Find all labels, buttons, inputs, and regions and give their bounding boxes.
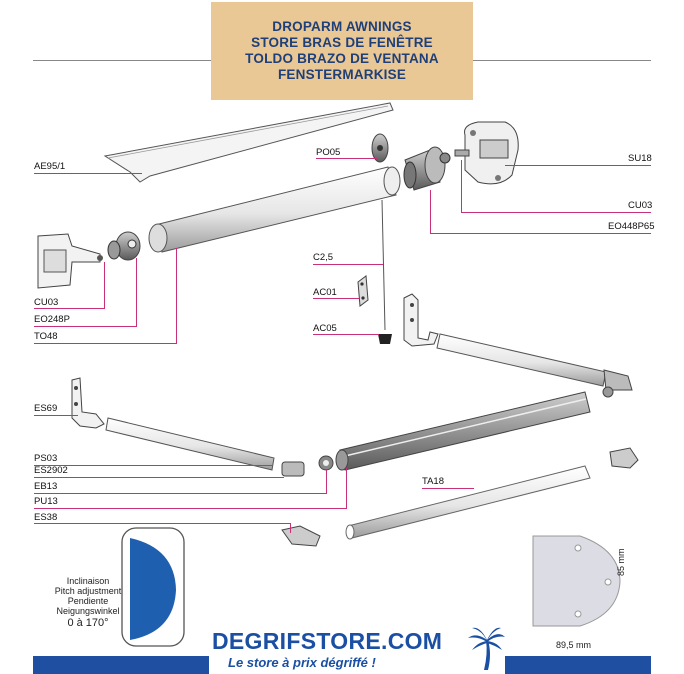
label-es38: ES38 xyxy=(34,512,58,523)
leader-po05 xyxy=(316,158,378,159)
front-bar-part xyxy=(335,391,591,471)
label-ae95: AE95/1 xyxy=(34,161,66,172)
pitch-range: 0 à 170° xyxy=(67,617,109,629)
leader-cu03-right-v xyxy=(461,160,462,212)
title-line-4: FENSTERMARKISE xyxy=(277,67,407,82)
footer-bar-left xyxy=(33,656,209,674)
label-eb13: EB13 xyxy=(34,481,58,492)
leader-ta18 xyxy=(422,488,474,489)
title-line-3: TOLDO BRAZO DE VENTANA xyxy=(245,51,439,66)
label-ac01: AC01 xyxy=(313,287,337,298)
label-es2902: ES2902 xyxy=(34,465,68,476)
leader-c25 xyxy=(313,264,383,265)
pitch-line-4: Neigungswinkel xyxy=(56,606,120,616)
leader-es69 xyxy=(34,415,78,416)
leader-eo448p65-v xyxy=(430,190,431,233)
brand-slogan: Le store à prix dégriffé ! xyxy=(228,655,376,670)
bottom-fixing-part xyxy=(281,525,321,547)
leader-es2902 xyxy=(34,477,284,478)
label-ta18: TA18 xyxy=(422,476,445,487)
leader-pu13-v xyxy=(346,468,347,508)
leader-ps03 xyxy=(34,465,272,466)
leader-ae95 xyxy=(34,173,142,174)
label-pu13: PU13 xyxy=(34,496,58,507)
label-ps03: PS03 xyxy=(34,453,58,464)
leader-eo248p-h xyxy=(34,326,137,327)
left-arm-part xyxy=(71,377,305,477)
wall-bracket-part xyxy=(454,121,519,185)
leader-cu03-left-v xyxy=(104,262,105,308)
leader-es38-v xyxy=(290,523,291,533)
label-po05: PO05 xyxy=(316,147,341,158)
palm-tree-icon xyxy=(468,627,505,670)
pitch-line-2: Pitch adjustment xyxy=(54,586,122,596)
title-line-2: STORE BRAS DE FENÊTRE xyxy=(251,35,433,50)
label-ac05: AC05 xyxy=(313,323,337,334)
leader-eb13-v xyxy=(326,470,327,493)
left-bracket-part xyxy=(37,233,103,289)
label-eo248p: EO248P xyxy=(34,314,70,325)
label-es69: ES69 xyxy=(34,403,58,414)
pitch-line-3: Pendiente xyxy=(67,596,109,606)
tube-end-part xyxy=(107,231,141,261)
roller-end-part xyxy=(403,146,451,191)
roller-tube-part xyxy=(148,166,401,253)
right-arm-part xyxy=(403,293,633,398)
leader-su18 xyxy=(505,165,651,166)
leader-ac05 xyxy=(313,334,379,335)
leader-to48-v xyxy=(176,248,177,343)
header-rule-right xyxy=(473,60,651,61)
hood-part xyxy=(103,102,394,183)
label-su18: SU18 xyxy=(628,153,652,164)
label-eo448p65: EO448P65 xyxy=(608,221,655,232)
label-c25: C2,5 xyxy=(313,252,334,263)
cord-part xyxy=(357,199,392,344)
title-line-1: DROPARM AWNINGS xyxy=(272,19,412,34)
leader-eo448p65-h xyxy=(430,233,651,234)
bar-end-fixing-part xyxy=(609,447,639,469)
leader-pu13-h xyxy=(34,508,347,509)
footer-bar-right xyxy=(505,656,651,674)
dimension-plate xyxy=(532,535,621,627)
cap-part xyxy=(371,133,389,163)
leader-cu03-left-h xyxy=(34,308,105,309)
label-cu03-right: CU03 xyxy=(628,200,653,211)
leader-eo248p-v xyxy=(136,258,137,326)
dimension-width: 89,5 mm xyxy=(556,640,592,650)
drop-tube-part xyxy=(345,465,591,540)
label-to48: TO48 xyxy=(34,331,58,342)
end-block-part xyxy=(318,455,334,471)
pitch-diagram xyxy=(121,527,185,647)
label-cu03-left: CU03 xyxy=(34,297,59,308)
pitch-caption: Inclinaison Pitch adjustment Pendiente N… xyxy=(38,576,138,629)
leader-ac01 xyxy=(313,298,359,299)
leader-es38-h xyxy=(34,523,290,524)
title-box: DROPARM AWNINGS STORE BRAS DE FENÊTRE TO… xyxy=(211,2,473,100)
header-rule-left xyxy=(33,60,211,61)
leader-eb13-h xyxy=(34,493,327,494)
pitch-line-1: Inclinaison xyxy=(66,576,110,586)
dimension-height: 85 mm xyxy=(616,548,626,576)
brand-name: DEGRIFSTORE.COM xyxy=(212,628,443,654)
leader-to48-h xyxy=(34,343,177,344)
leader-cu03-right-h xyxy=(461,212,651,213)
